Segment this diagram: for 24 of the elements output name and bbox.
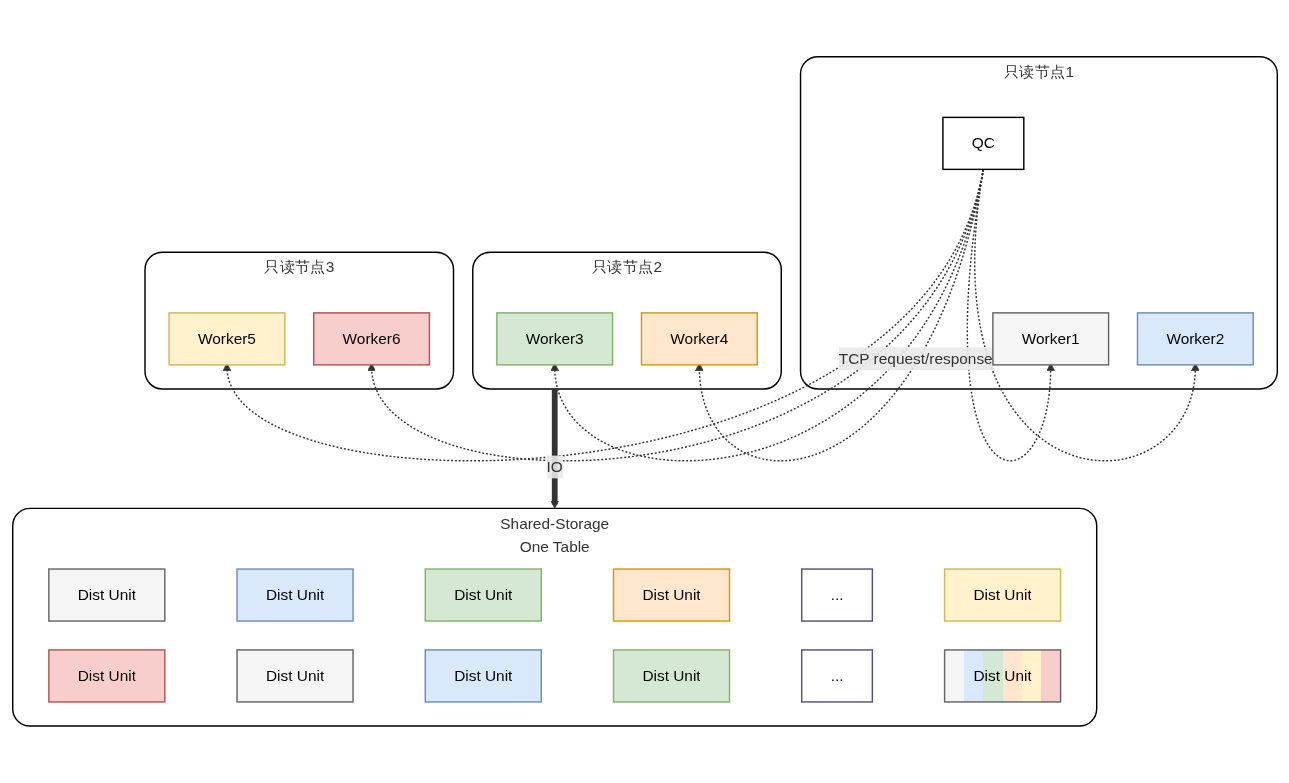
edge-label: IO xyxy=(546,458,563,475)
node-box: Dist Unit xyxy=(235,649,354,703)
node-box: Dist Unit xyxy=(47,568,166,622)
node-box: Worker1 xyxy=(991,312,1109,366)
node-box: ... xyxy=(800,649,873,703)
node-box: Dist Unit xyxy=(612,649,730,703)
node-box: Dist Unit xyxy=(424,649,542,703)
node-box: QC xyxy=(941,116,1025,171)
node-box: Worker2 xyxy=(1136,312,1254,366)
node-box: Dist Unit xyxy=(943,649,1061,703)
node-box: Dist Unit xyxy=(47,649,166,703)
node-box: Worker4 xyxy=(640,312,758,366)
node-box: Dist Unit xyxy=(424,568,542,622)
arrow xyxy=(223,168,984,462)
node-box: ... xyxy=(800,568,873,622)
node-box: Dist Unit xyxy=(943,568,1061,622)
node-box: Dist Unit xyxy=(612,568,730,622)
node-box: Dist Unit xyxy=(235,568,354,622)
node-box: Worker3 xyxy=(495,312,613,366)
node-box: Worker5 xyxy=(167,312,286,366)
arrow xyxy=(549,389,559,509)
node-box: Worker6 xyxy=(312,312,430,366)
arrow xyxy=(368,168,984,462)
edge-label: TCP request/response xyxy=(838,350,993,367)
